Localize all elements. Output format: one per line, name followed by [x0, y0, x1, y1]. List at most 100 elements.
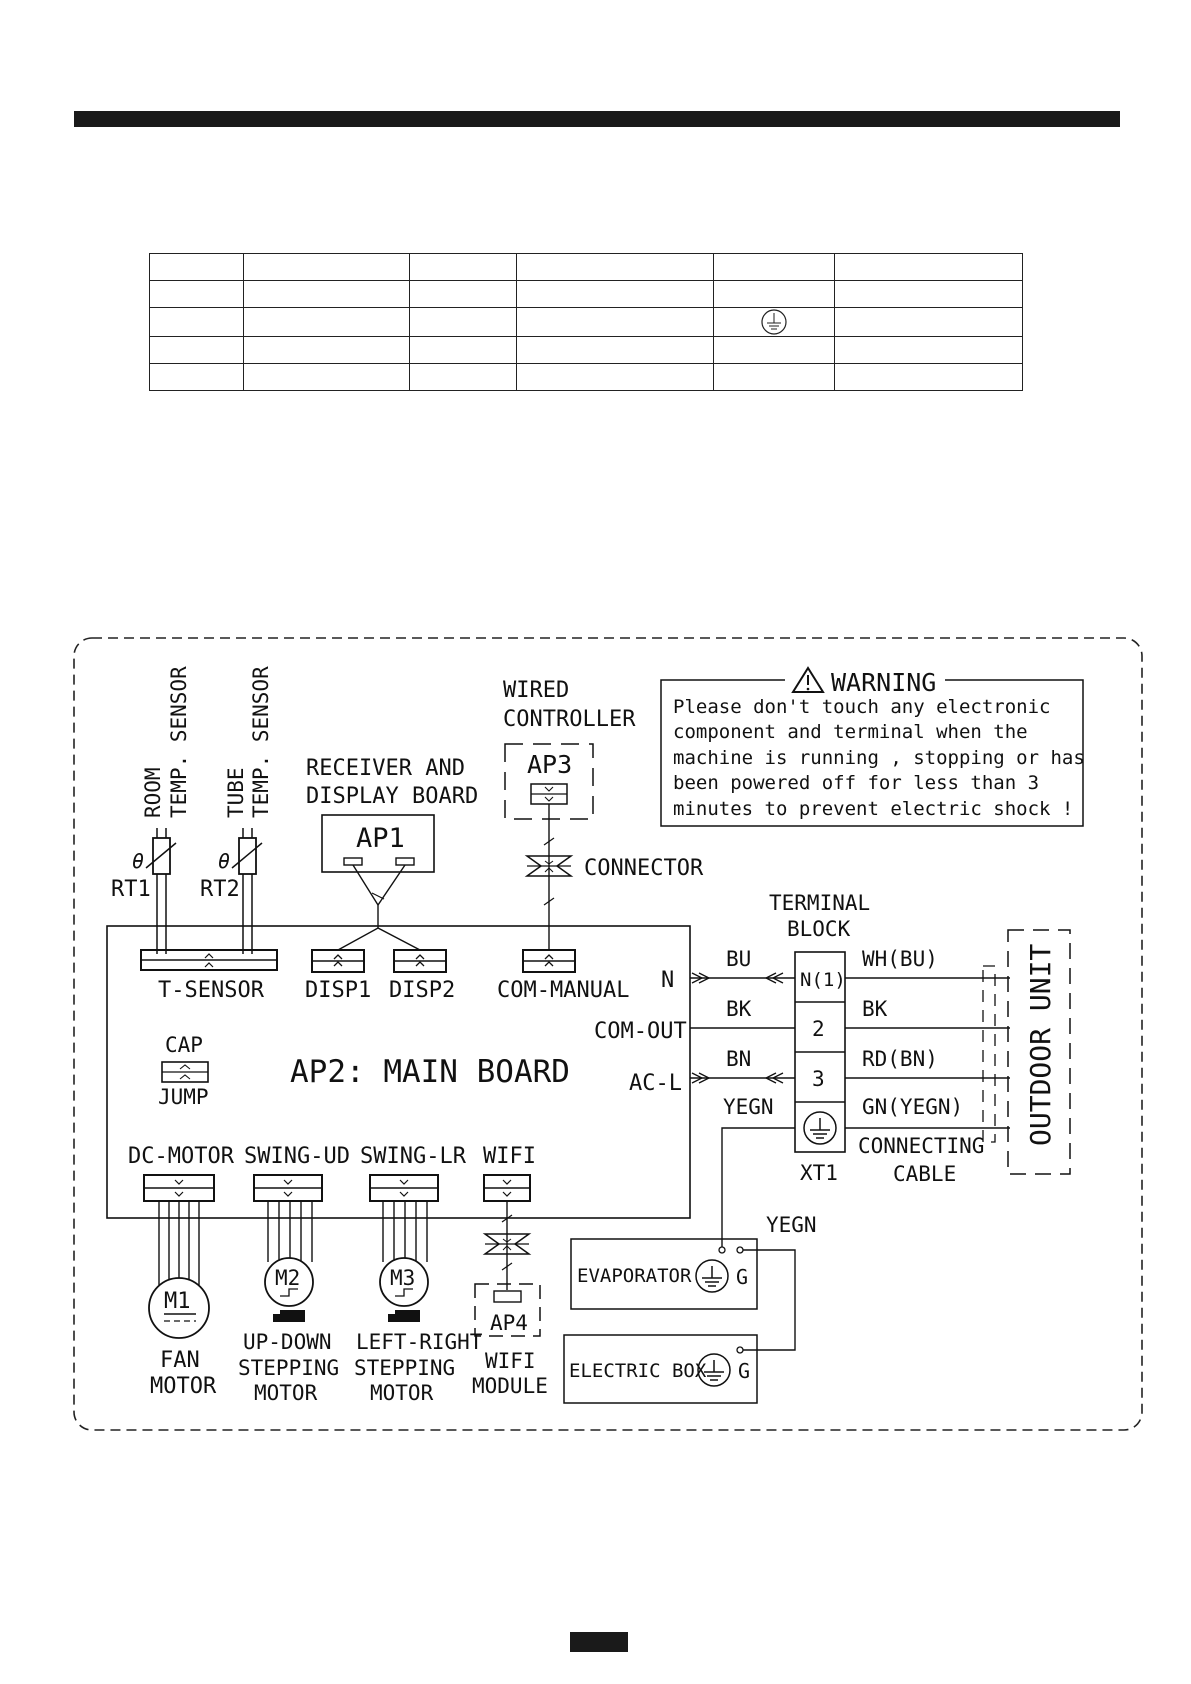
wire-bk: BK — [726, 997, 752, 1021]
room-sensor-label-2: TEMP. SENSOR — [167, 666, 191, 818]
warning-line-1: Please don't touch any electronic — [673, 696, 1051, 718]
terminal-block: N(1) 2 3 — [794, 951, 846, 1153]
table-row — [149, 363, 1023, 391]
evaporator-label: EVAPORATOR — [577, 1265, 692, 1287]
connector-symbol — [524, 855, 574, 877]
jump-label: JUMP — [158, 1085, 209, 1109]
connector-label: CONNECTOR — [584, 856, 704, 881]
electric-box-g: G — [738, 1359, 750, 1383]
receiver-label-2: DISPLAY BOARD — [306, 784, 478, 809]
wifi-module-label-1: WIFI — [485, 1349, 536, 1373]
up-down-stepping-motor-m2 — [264, 1257, 314, 1307]
port-com-out: COM-OUT — [594, 1019, 687, 1044]
port-dc-motor: DC-MOTOR — [128, 1144, 235, 1169]
cap-label: CAP — [165, 1033, 203, 1057]
rt1-label: RT1 — [111, 877, 151, 902]
updown-label-2: STEPPING — [238, 1356, 339, 1380]
theta-icon: θ — [218, 849, 230, 873]
warning-triangle-icon — [791, 666, 825, 693]
tube-sensor-label-2: TEMP. SENSOR — [249, 666, 273, 818]
room-sensor-label-1: ROOM — [141, 767, 165, 818]
page-number-tab — [570, 1632, 628, 1652]
warning-line-3: machine is running , stopping or has — [673, 747, 1085, 769]
rt2-label: RT2 — [200, 877, 240, 902]
terminal-n1: N(1) — [800, 969, 846, 991]
symbol-legend-table — [149, 253, 1023, 391]
port-swing-ud: SWING-UD — [244, 1144, 350, 1169]
terminal-2: 2 — [812, 1017, 825, 1041]
fan-motor-label-1: FAN — [160, 1348, 200, 1373]
m2-label: M2 — [275, 1266, 300, 1290]
wire-bn: BN — [726, 1047, 751, 1071]
room-temp-sensor-rt1: θ — [132, 828, 177, 954]
ap3-label: AP3 — [527, 750, 572, 779]
swing-lr-port — [369, 1174, 439, 1202]
header-bar — [74, 111, 1120, 127]
m3-label: M3 — [390, 1266, 415, 1290]
evaporator-g: G — [736, 1265, 748, 1289]
main-board-title: AP2: MAIN BOARD — [290, 1054, 570, 1090]
earth-ground-icon — [695, 1259, 729, 1293]
disp1-port — [311, 949, 365, 973]
wire-bu: BU — [726, 947, 751, 971]
stepping-motor-mount-icon — [388, 1310, 420, 1322]
terminal-3: 3 — [812, 1067, 825, 1091]
port-t-sensor: T-SENSOR — [158, 978, 265, 1003]
port-wifi: WIFI — [483, 1144, 536, 1169]
tube-temp-sensor-rt2: θ — [218, 828, 263, 954]
electric-box-box — [563, 1334, 758, 1404]
warning-title: WARNING — [831, 668, 936, 697]
outdoor-unit-box — [1007, 929, 1071, 1175]
connecting-cable-label-2: CABLE — [893, 1162, 956, 1186]
port-n: N — [661, 968, 674, 993]
xt1-label: XT1 — [800, 1161, 838, 1185]
earth-ground-icon — [697, 1353, 731, 1387]
evaporator-box — [570, 1238, 758, 1310]
wifi-port — [483, 1174, 531, 1202]
fan-motor-label-2: MOTOR — [150, 1374, 217, 1399]
t-sensor-port — [140, 949, 278, 971]
ap1-box — [321, 814, 435, 873]
port-disp2: DISP2 — [389, 978, 455, 1003]
warning-line-5: minutes to prevent electric shock ! — [673, 798, 1073, 820]
disp2-port — [393, 949, 447, 973]
electric-box-label: ELECTRIC BOX — [569, 1360, 707, 1382]
terminal-block-label-2: BLOCK — [787, 917, 851, 941]
ground-wire-yegn: YEGN — [766, 1213, 817, 1237]
fan-motor-m1 — [148, 1277, 210, 1339]
tube-sensor-label-1: TUBE — [224, 767, 248, 818]
swing-ud-port — [253, 1174, 323, 1202]
diagram-border — [73, 637, 1143, 1431]
left-right-stepping-motor-m3 — [379, 1257, 429, 1307]
connecting-cable-label-1: CONNECTING — [858, 1134, 984, 1158]
m1-label: M1 — [164, 1289, 191, 1314]
warning-box: WARNING Please don't touch any electroni… — [660, 666, 1085, 827]
ap4-label: AP4 — [490, 1311, 528, 1335]
ap4-box — [474, 1283, 541, 1337]
outdoor-unit-label: OUTDOOR UNIT — [1024, 944, 1057, 1146]
table-row — [149, 280, 1023, 308]
wire-gn-yegn: GN(YEGN) — [862, 1095, 963, 1119]
ap1-label: AP1 — [356, 823, 405, 854]
wire-wh-bu: WH(BU) — [862, 947, 938, 971]
earth-ground-icon — [761, 309, 787, 335]
theta-icon: θ — [132, 849, 144, 873]
receiver-label-1: RECEIVER AND — [306, 756, 465, 781]
port-disp1: DISP1 — [305, 978, 371, 1003]
wifi-connector-symbol — [482, 1233, 532, 1255]
wire-rd-bn: RD(BN) — [862, 1047, 938, 1071]
wifi-module-label-2: MODULE — [472, 1374, 548, 1398]
main-board-box — [106, 925, 691, 1219]
wire-yegn: YEGN — [723, 1095, 774, 1119]
warning-line-4: been powered off for less than 3 — [673, 772, 1039, 794]
port-swing-lr: SWING-LR — [360, 1144, 467, 1169]
jump-cap-symbol — [161, 1061, 209, 1083]
com-manual-port — [522, 949, 576, 973]
dc-motor-port — [143, 1174, 215, 1202]
wired-label-1: WIRED — [503, 678, 569, 703]
terminal-block-label-1: TERMINAL — [769, 891, 870, 915]
port-com-manual: COM-MANUAL — [497, 978, 629, 1003]
wire-bk-right: BK — [862, 997, 888, 1021]
leftright-label-2: STEPPING — [354, 1356, 455, 1380]
